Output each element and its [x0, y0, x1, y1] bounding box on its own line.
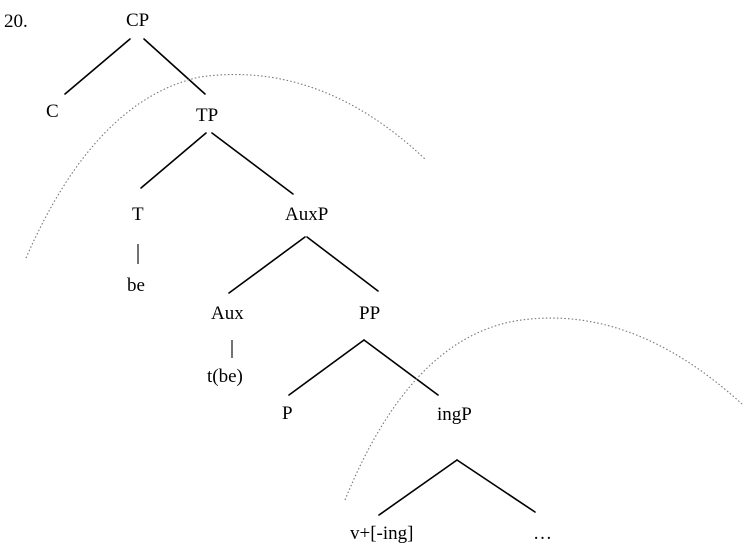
branch-ingp-ellipsis: [456, 459, 536, 513]
branch-tp-auxp: [211, 132, 294, 195]
branch-pp-ingp: [363, 339, 439, 396]
branch-auxp-pp: [306, 236, 379, 292]
branch-cp-tp: [143, 38, 206, 95]
branch-ingp-v: [378, 459, 458, 516]
phase-boundary-arc-upper: [25, 74, 426, 259]
node-t-head-be: be: [127, 275, 145, 296]
node-ellipsis: …: [533, 523, 552, 544]
node-ingp: ingP: [437, 404, 472, 425]
node-aux-head-tbe: t(be): [207, 366, 243, 387]
node-tp: TP: [196, 105, 218, 126]
node-c: C: [46, 101, 59, 122]
example-number: 20.: [4, 11, 28, 32]
branch-pp-p: [288, 339, 365, 396]
node-aux: Aux: [211, 303, 244, 324]
node-p: P: [282, 403, 293, 424]
branch-cp-c: [64, 38, 131, 95]
branch-auxp-aux: [228, 236, 306, 294]
branch-tp-t: [140, 132, 207, 189]
node-v-ing: v+[-ing]: [350, 523, 413, 544]
tree-nodes: CP C TP T be AuxP Aux t(be) PP P ingP v+…: [46, 10, 552, 544]
node-t: T: [132, 204, 144, 225]
node-pp: PP: [359, 303, 380, 324]
tree-branches: [64, 38, 536, 516]
node-cp: CP: [126, 10, 149, 31]
node-auxp: AuxP: [285, 204, 328, 225]
phase-boundary-arc-lower: [344, 317, 743, 501]
